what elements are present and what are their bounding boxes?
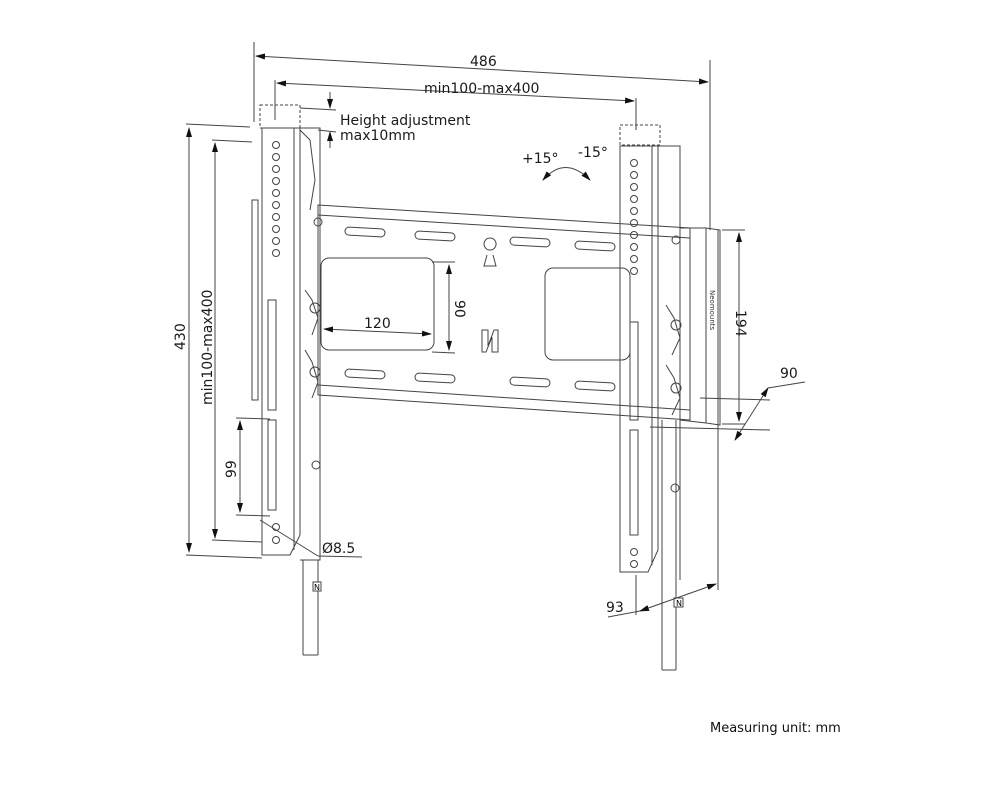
measuring-unit-note: Measuring unit: mm [710,721,841,736]
cutout-width-label: 120 [364,316,391,332]
height-adjustment-label-2: max10mm [340,128,416,144]
wall-plate-height-label: 194 [732,310,748,337]
depth-label: 90 [780,366,798,382]
slot-length-label: 99 [224,460,240,478]
overall-width-label: 486 [470,54,497,70]
cutout-height-label: 90 [451,300,467,318]
logo-mark-left: N [314,583,320,592]
tilt-minus-label: -15° [578,145,608,161]
hole-diameter-label: Ø8.5 [322,541,355,557]
logo-mark-right: N [676,599,682,608]
vesa-width-label: min100-max400 [424,81,539,97]
overall-height-label: 430 [173,323,189,350]
arm-depth-label: 93 [606,600,624,616]
height-adjustment-label-1: Height adjustment [340,113,471,129]
vesa-height-label: min100-max400 [200,290,216,405]
brand-side-label: Neomounts [708,290,716,331]
tilt-plus-label: +15° [522,151,559,167]
